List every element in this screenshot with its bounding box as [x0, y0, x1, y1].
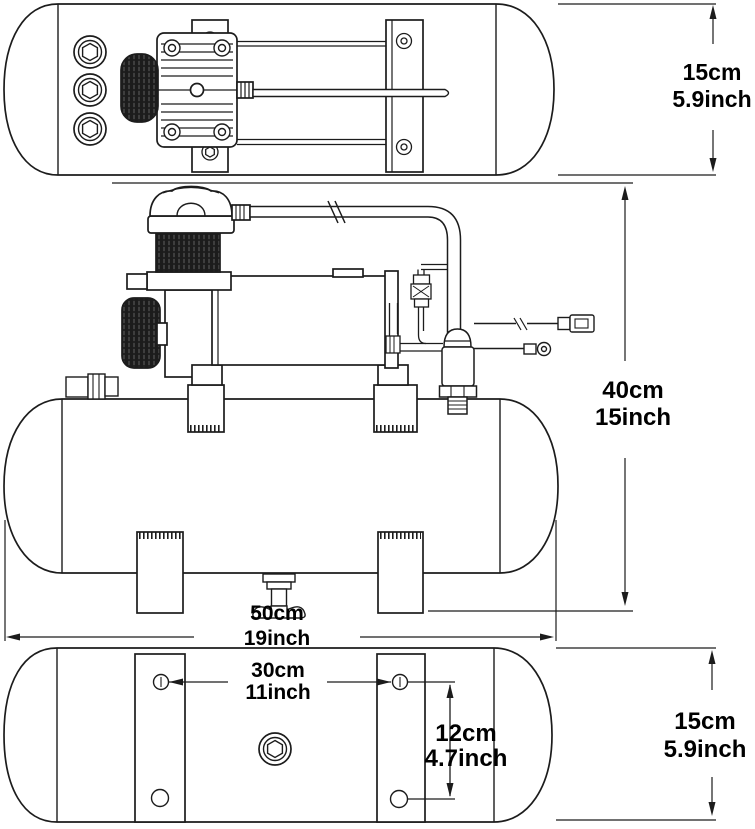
side-view	[3, 182, 633, 641]
air-filter-side	[121, 297, 161, 369]
outlet-tube	[249, 205, 462, 333]
dim-top-height	[558, 3, 717, 176]
dim-hole-spacing-vertical	[407, 681, 455, 800]
label-tank-length: 50cm 19inch	[244, 601, 311, 651]
label-bottom-height-inch: 5.9inch	[663, 736, 747, 763]
pressure-switch	[438, 328, 478, 415]
drain-plug-bottom	[258, 732, 292, 766]
cylinder-fins	[155, 232, 221, 273]
label-tank-length-inch: 19inch	[243, 627, 311, 650]
check-valve	[410, 263, 448, 345]
tank-port-fitting	[65, 373, 119, 400]
label-overall-height-cm: 40cm	[602, 377, 664, 404]
label-overall-height-inch: 15inch	[594, 404, 672, 431]
label-top-height: 15cm 5.9inch	[672, 59, 751, 113]
label-overall-height: 40cm 15inch	[595, 377, 671, 431]
label-hole-h-inch: 11inch	[245, 681, 311, 704]
wire-spade-connector	[474, 314, 595, 333]
bottom-view	[3, 647, 716, 823]
compressor-head-top	[156, 32, 238, 148]
tank-side-outline	[3, 398, 559, 574]
drain-valve	[252, 573, 306, 619]
label-top-height-cm: 15cm	[682, 59, 742, 85]
port-fittings	[73, 35, 107, 146]
label-hole-v-cm: 12cm	[435, 720, 497, 747]
top-view	[3, 3, 717, 176]
label-top-height-inch: 5.9inch	[672, 86, 752, 112]
label-bottom-height: 15cm 5.9inch	[664, 708, 747, 764]
mounting-holes	[150, 673, 409, 809]
top-tube	[252, 88, 450, 98]
label-hole-spacing-horizontal: 30cm 11inch	[245, 660, 310, 704]
air-compressor	[121, 185, 409, 386]
dim-overall-height	[112, 182, 633, 612]
label-hole-v-inch: 4.7inch	[424, 745, 508, 772]
dim-tank-length	[4, 520, 557, 641]
label-hole-h-cm: 30cm	[251, 659, 305, 682]
label-hole-spacing-vertical: 12cm 4.7inch	[425, 721, 508, 771]
dim-hole-spacing-horizontal	[169, 678, 391, 686]
label-tank-length-cm: 50cm	[250, 602, 304, 625]
head-dome	[149, 185, 233, 217]
wire-ring-terminal	[474, 341, 552, 357]
air-filter-top	[120, 53, 159, 123]
dim-bottom-height	[556, 647, 716, 821]
tank-legs	[136, 531, 424, 614]
label-bottom-height-cm: 15cm	[674, 708, 736, 735]
